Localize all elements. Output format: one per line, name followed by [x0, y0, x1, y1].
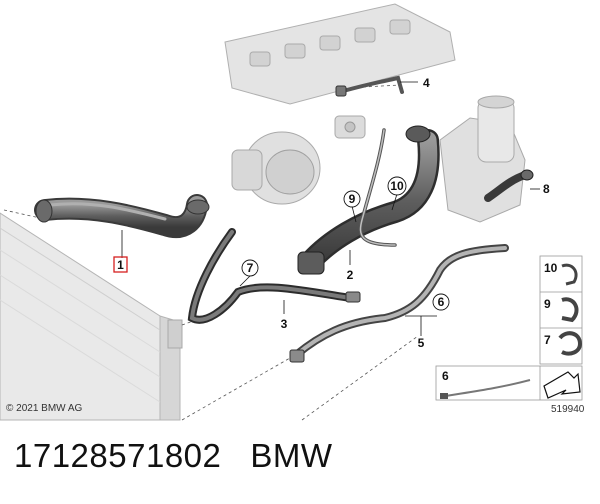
clip-10-icon — [561, 263, 578, 286]
clips-legend: 10 9 7 — [539, 255, 583, 365]
callout-6[interactable]: 6 — [432, 293, 450, 311]
clip-9-icon — [561, 297, 579, 323]
callout-3[interactable]: 3 — [281, 317, 288, 331]
callout-8[interactable]: 8 — [543, 182, 550, 196]
part-number: 17128571802 — [14, 437, 222, 474]
sensor-bracket — [334, 115, 366, 139]
cable-tie-icon — [445, 379, 531, 397]
callout-9-label: 9 — [349, 192, 356, 206]
part6-legend: 6 — [435, 365, 583, 401]
pipe-parts-9-10 — [358, 128, 397, 247]
callout-4[interactable]: 4 — [423, 76, 430, 90]
copyright-text: © 2021 BMW AG — [6, 403, 83, 414]
leader-lines — [121, 81, 540, 336]
callout-1[interactable]: 1 — [113, 256, 128, 273]
oil-filter-housing — [439, 95, 526, 223]
legend-label-9: 9 — [544, 297, 551, 311]
direction-arrow-icon — [543, 371, 581, 399]
callout-1-label: 1 — [117, 258, 124, 272]
coolant-hose-part-1 — [34, 194, 210, 238]
legend-label-7: 7 — [544, 333, 551, 347]
callout-10[interactable]: 10 — [387, 176, 407, 196]
callout-9[interactable]: 9 — [343, 190, 361, 208]
callout-2[interactable]: 2 — [347, 268, 354, 282]
diagram-number: 519940 — [551, 404, 585, 415]
part-caption: 17128571802 BMW — [14, 437, 584, 489]
thermostat-housing — [231, 131, 321, 205]
callout-6-label: 6 — [438, 295, 445, 309]
legend-label-10: 10 — [544, 261, 558, 275]
pipe-part-4 — [335, 75, 404, 97]
hose-part-8 — [484, 169, 534, 202]
coolant-hose-part-2 — [297, 125, 440, 275]
callout-5[interactable]: 5 — [418, 336, 425, 350]
diagram-canvas: 1 2 3 4 5 6 7 8 9 10 10 9 7 6 — [0, 3, 583, 421]
callout-7[interactable]: 7 — [241, 259, 259, 277]
coolant-hose-part-3 — [187, 228, 361, 324]
cylinder-head — [224, 3, 456, 105]
callout-10-label: 10 — [390, 179, 404, 193]
cable-tie-head-icon — [440, 393, 448, 399]
brand-name: BMW — [250, 437, 333, 474]
legend-label-6: 6 — [442, 369, 449, 383]
callout-7-label: 7 — [247, 261, 254, 275]
clip-7-icon — [558, 331, 583, 356]
pipe-part-5 — [289, 244, 509, 363]
radiator — [0, 212, 183, 421]
